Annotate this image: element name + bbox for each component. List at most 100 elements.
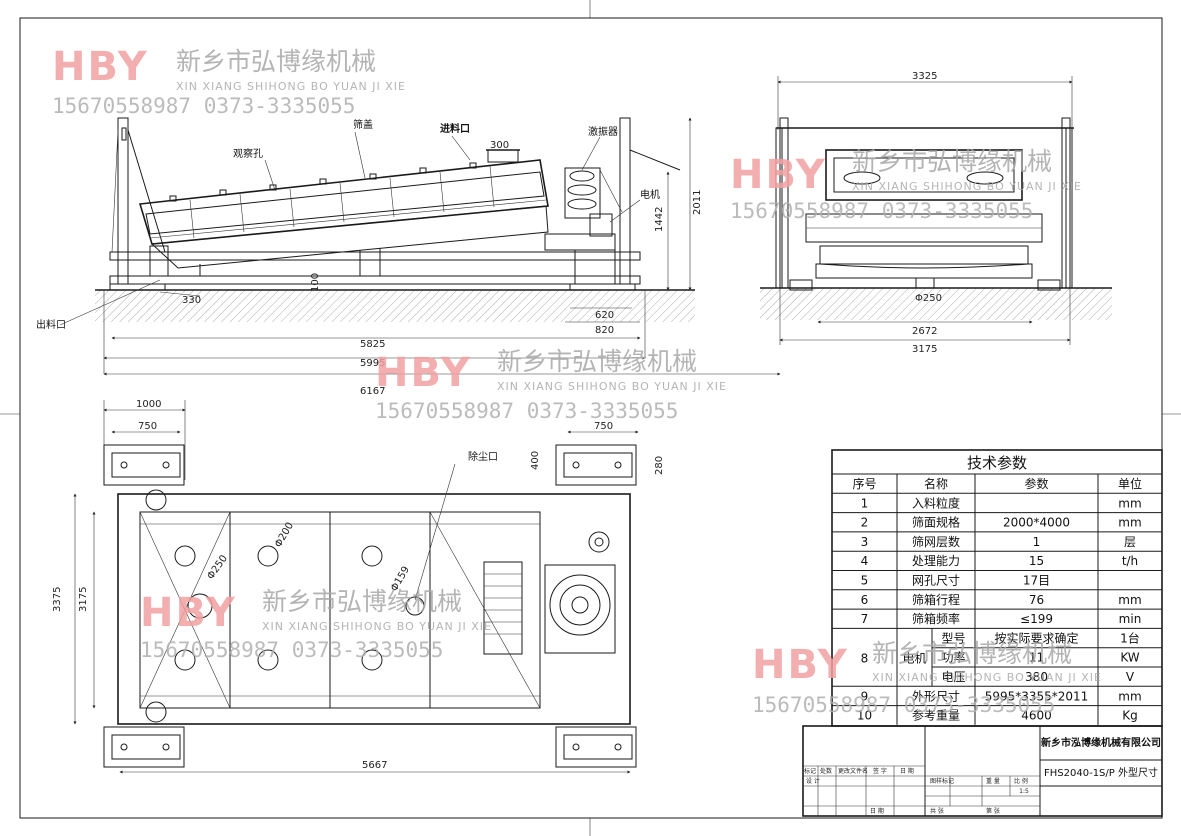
dim-2011: 2011 <box>692 190 703 215</box>
table-motor-sub-name: 电压 <box>941 670 965 684</box>
table-row-unit: 层 <box>1124 535 1136 549</box>
dim-3375: 3375 <box>52 587 63 612</box>
table-row-unit: Kg <box>1122 709 1138 723</box>
table-motor-group: 电机 <box>902 651 926 665</box>
watermark-company: 新乡市弘博缘机械 <box>852 147 1052 176</box>
table-row-no: 9 <box>861 689 869 703</box>
dim-3175-plan: 3175 <box>78 587 89 612</box>
watermark-bottom-right: HBY 新乡市弘博缘机械 XIN XIANG SHIHONG BO YUAN J… <box>752 639 1101 717</box>
table-header-2: 参数 <box>1024 476 1048 491</box>
label-cover: 筛盖 <box>353 118 373 131</box>
watermark-pinyin: XIN XIANG SHIHONG BO YUAN JI XIE <box>176 80 406 93</box>
dim-750-left: 750 <box>138 421 157 432</box>
table-row-value: 15 <box>1029 554 1044 568</box>
table-row-no: 1 <box>861 496 869 510</box>
watermark-pinyin: XIN XIANG SHIHONG BO YUAN JI XIE <box>262 620 492 633</box>
dim-5825: 5825 <box>360 339 385 350</box>
watermark-top-right: HBY 新乡市弘博缘机械 XIN XIANG SHIHONG BO YUAN J… <box>730 147 1081 223</box>
cell-design: 设 计 <box>806 777 820 785</box>
dim-phi250-side: Φ250 <box>915 293 942 304</box>
dim-2672: 2672 <box>912 326 937 337</box>
front-elevation: 观察孔 筛盖 进料口 激振器 电机 出料口 300 2011 1442 100 … <box>36 117 781 397</box>
dim-330: 330 <box>182 295 201 306</box>
cell-mark: 标记 <box>804 767 816 775</box>
table-row-name: 筛箱行程 <box>912 592 960 607</box>
table-motor-sub-unit: V <box>1126 670 1135 684</box>
table-row-no: 6 <box>861 593 869 607</box>
table-header-1: 名称 <box>924 476 948 491</box>
dim-100: 100 <box>310 273 321 292</box>
dim-5667: 5667 <box>362 760 387 771</box>
table-row-no: 4 <box>861 554 869 568</box>
table-motor-sub-value: 11 <box>1029 651 1044 665</box>
table-row-name: 入料粒度 <box>912 495 960 510</box>
table-motor-sub-unit: 1台 <box>1120 630 1140 645</box>
watermark-logo: HBY <box>730 152 827 198</box>
watermark-phones: 15670558987 0373-3335055 <box>752 693 1055 717</box>
table-row-no: 2 <box>861 516 869 530</box>
label-vibrator: 激振器 <box>588 125 618 138</box>
table-row-unit: mm <box>1118 496 1141 510</box>
table-row-unit: mm <box>1118 689 1141 703</box>
table-row-unit: mm <box>1118 516 1141 530</box>
cell-total: 共 张 <box>930 807 944 815</box>
table-motor-sub-unit: KW <box>1120 651 1139 665</box>
dim-1000: 1000 <box>136 399 161 410</box>
watermark-phones: 15670558987 0373-3335055 <box>730 199 1033 223</box>
watermark-logo: HBY <box>375 350 472 396</box>
table-row-value: 17目 <box>1023 574 1050 588</box>
dim-820: 820 <box>595 325 614 336</box>
cell-weight: 重 量 <box>986 777 1000 785</box>
table-row-name: 参考重量 <box>912 708 960 723</box>
table-row-unit: min <box>1119 612 1142 626</box>
table-header-3: 单位 <box>1118 476 1142 491</box>
watermark-company: 新乡市弘博缘机械 <box>262 587 462 616</box>
table-row-name: 筛箱频率 <box>912 611 960 626</box>
title-block: 新乡市泓博缘机械有限公司 FHS2040-1S/P 外型尺寸 1:5 标记 处数… <box>802 725 1163 817</box>
dim-1442: 1442 <box>654 207 665 232</box>
watermark-logo: HBY <box>752 642 849 688</box>
table-row-no: 3 <box>861 535 869 549</box>
table-motor-sub-name: 功率 <box>941 650 965 665</box>
cell-date: 日 期 <box>900 767 914 775</box>
table-row-name: 网孔尺寸 <box>912 574 960 588</box>
cell-count: 处数 <box>820 767 832 775</box>
label-motor: 电机 <box>640 188 660 201</box>
dim-300: 300 <box>490 140 509 151</box>
cell-sign: 签 字 <box>873 767 887 775</box>
table-row-value: 1 <box>1033 535 1041 549</box>
table-row-unit: t/h <box>1122 554 1138 568</box>
plan-view: 1000 750 750 400 280 <box>52 399 665 774</box>
table-row-name: 处理能力 <box>912 554 960 568</box>
watermark-phones: 15670558987 0373-3335055 <box>375 399 678 423</box>
side-elevation: 3325 Φ250 2672 3175 <box>760 71 1112 355</box>
cell-ratio: 比 例 <box>1014 777 1028 785</box>
dim-6167: 6167 <box>360 386 385 397</box>
cell-change: 更改文件名 <box>838 767 868 775</box>
table-row-name: 外形尺寸 <box>912 689 960 703</box>
table-row-value: ≤199 <box>1020 612 1053 626</box>
dim-620: 620 <box>595 310 614 321</box>
dim-400: 400 <box>530 451 541 470</box>
company-name: 新乡市泓博缘机械有限公司 <box>1041 736 1161 749</box>
drawing-number: FHS2040-1S/P 外型尺寸 <box>1044 766 1158 779</box>
table-motor-sub-name: 型号 <box>941 631 965 645</box>
watermark-phones: 15670558987 0373-3335055 <box>140 638 443 662</box>
watermark-bottom-left: HBY 新乡市弘博缘机械 XIN XIANG SHIHONG BO YUAN J… <box>140 587 492 662</box>
watermark-center: HBY 新乡市弘博缘机械 XIN XIANG SHIHONG BO YUAN J… <box>375 347 727 423</box>
table-header-0: 序号 <box>852 476 876 491</box>
dim-3325: 3325 <box>912 71 937 82</box>
label-window: 观察孔 <box>233 147 263 160</box>
table-motor-sub-value: 按实际要求确定 <box>994 630 1078 645</box>
watermark-pinyin: XIN XIANG SHIHONG BO YUAN JI XIE <box>497 380 727 393</box>
watermark-company: 新乡市弘博缘机械 <box>497 347 697 376</box>
table-row-unit: mm <box>1118 593 1141 607</box>
table-row-value: 76 <box>1029 593 1044 607</box>
dim-5995: 5995 <box>360 358 385 369</box>
watermark-company: 新乡市弘博缘机械 <box>176 47 376 76</box>
dim-280: 280 <box>654 456 665 475</box>
watermark-top-left: HBY 新乡市弘博缘机械 XIN XIANG SHIHONG BO YUAN J… <box>52 44 406 118</box>
label-outlet: 出料口 <box>36 318 66 331</box>
